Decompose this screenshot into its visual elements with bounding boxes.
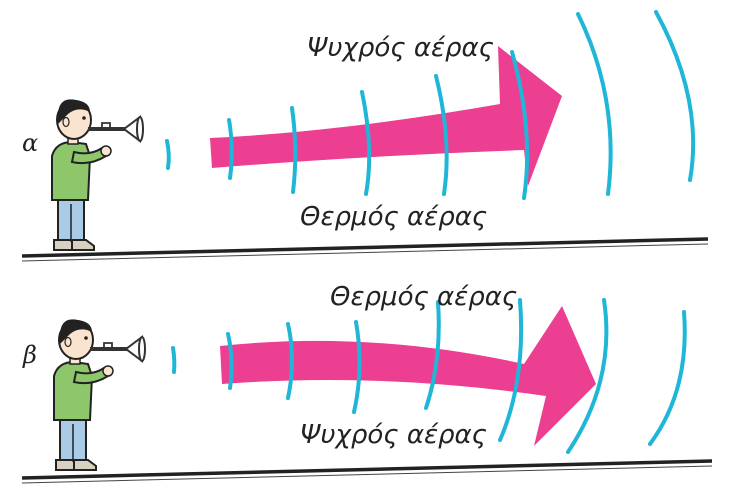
ground-line: [22, 239, 708, 261]
panel-beta: β Θερμός αέρας Ψυχρός αέρας: [22, 282, 712, 483]
upper-air-label: Θερμός αέρας: [330, 282, 517, 312]
lower-air-label: Ψυχρός αέρας: [300, 420, 487, 450]
trumpeter-figure: [54, 319, 145, 470]
ground-line: [22, 461, 712, 483]
trumpeter-figure: [52, 99, 143, 250]
refraction-arrow: [210, 46, 562, 186]
panel-letter: α: [22, 129, 38, 157]
lower-air-label: Θερμός αέρας: [300, 202, 487, 232]
panel-alpha: α Ψυχρός αέρας Θερμός αέρας: [22, 12, 708, 261]
upper-air-label: Ψυχρός αέρας: [307, 33, 494, 63]
panel-letter: β: [22, 341, 37, 369]
